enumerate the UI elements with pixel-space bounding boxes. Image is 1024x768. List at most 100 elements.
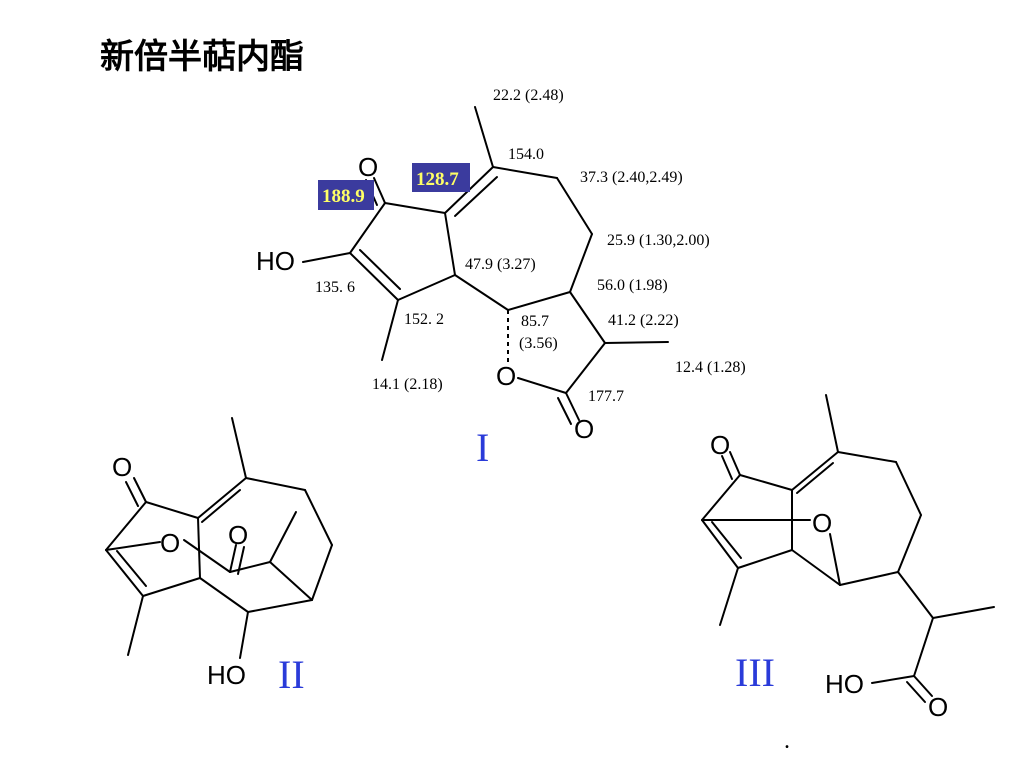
bond — [397, 274, 456, 301]
bond — [373, 177, 386, 204]
shift-label: 47.9 (3.27) — [465, 256, 536, 273]
bond — [569, 233, 593, 293]
bond — [349, 202, 386, 254]
structure-label: I — [476, 425, 489, 470]
shift-label: 41.2 (2.22) — [608, 312, 679, 329]
bond — [837, 451, 897, 463]
bond-double-inner — [359, 249, 401, 290]
bond — [913, 617, 934, 677]
bond — [127, 595, 144, 656]
bond — [839, 571, 899, 586]
bond — [302, 252, 351, 263]
bond — [105, 501, 147, 551]
atom-ho: HO — [825, 669, 864, 699]
atom-o: O — [710, 430, 730, 460]
bond — [507, 291, 571, 311]
structure-II: O O O HO II — [105, 417, 333, 697]
bond — [565, 342, 606, 394]
structure-label: III — [735, 650, 775, 695]
bond — [247, 599, 313, 613]
bond — [569, 291, 606, 344]
shift-label: 37.3 (2.40,2.49) — [580, 169, 683, 186]
bond — [895, 461, 922, 516]
shift-label: 154.0 — [508, 146, 544, 163]
atom-ho: HO — [207, 660, 246, 690]
shift-label: (3.56) — [519, 335, 558, 352]
bond — [791, 549, 841, 586]
bond — [183, 539, 231, 573]
shift-label: 22.2 (2.48) — [493, 87, 564, 104]
shift-label: 177.7 — [588, 388, 624, 405]
bond — [721, 455, 733, 480]
bond — [739, 474, 793, 491]
shift-label: 152. 2 — [404, 311, 444, 328]
bond — [701, 474, 741, 521]
atom-o: O — [812, 508, 832, 538]
bond — [237, 546, 245, 575]
atom-o: O — [112, 452, 132, 482]
bond-double — [105, 549, 144, 597]
bond — [871, 675, 915, 684]
shift-label: 135. 6 — [315, 279, 355, 296]
bond — [229, 561, 271, 573]
shift-label: 14.1 (2.18) — [372, 376, 443, 393]
shift-label: 25.9 (1.30,2.00) — [607, 232, 710, 249]
bond — [269, 561, 313, 601]
atom-o: O — [928, 692, 948, 722]
bond — [145, 501, 199, 519]
bond — [829, 533, 841, 586]
bond — [897, 514, 922, 573]
bond — [105, 541, 161, 551]
bond-double-inner — [454, 176, 498, 217]
shift-label: 56.0 (1.98) — [597, 277, 668, 294]
bond-double — [791, 451, 839, 491]
bond-double — [349, 252, 399, 301]
bond-double — [197, 477, 247, 519]
highlight-box — [318, 180, 374, 210]
bond — [231, 417, 247, 479]
bond — [381, 299, 399, 361]
bond — [311, 544, 333, 601]
highlight-shift: 188.9 — [322, 186, 365, 207]
bond-double-inner — [796, 462, 834, 494]
bond — [384, 202, 446, 214]
bond-double-inner — [201, 489, 241, 523]
structure-label: II — [278, 652, 305, 697]
bond-double-inner — [711, 521, 742, 559]
bond — [729, 451, 741, 476]
bond — [913, 675, 933, 697]
bond — [517, 377, 567, 394]
bond — [197, 517, 201, 579]
bond — [304, 489, 333, 546]
bond — [444, 212, 456, 276]
footer-dot: . — [784, 728, 790, 754]
structure-III: O O HO O III — [701, 394, 995, 722]
bond — [269, 511, 297, 563]
highlight-box — [412, 163, 470, 192]
bond — [239, 611, 249, 659]
atom-o: O — [228, 520, 248, 550]
bond — [932, 606, 995, 619]
bond — [897, 571, 934, 619]
bond — [719, 567, 739, 626]
structure-I: O HO O O 188.9 128.7 22.2 (2.48) 154.0 3… — [256, 87, 746, 470]
bond — [133, 477, 147, 503]
bond-double-inner — [116, 550, 147, 587]
bond — [199, 577, 249, 613]
highlight-shift: 128.7 — [416, 169, 459, 190]
bond — [454, 274, 509, 311]
bond — [565, 392, 580, 421]
page-title: 新倍半萜内酯 — [100, 37, 304, 77]
bond — [245, 477, 306, 491]
bond — [557, 397, 572, 425]
atom-o: O — [574, 414, 594, 444]
bond — [604, 341, 669, 344]
atom-ho: HO — [256, 246, 295, 276]
bond — [556, 177, 593, 235]
bond — [906, 681, 926, 703]
bond — [229, 544, 237, 573]
bond — [737, 549, 793, 569]
bond — [825, 394, 839, 453]
bond — [142, 577, 201, 597]
